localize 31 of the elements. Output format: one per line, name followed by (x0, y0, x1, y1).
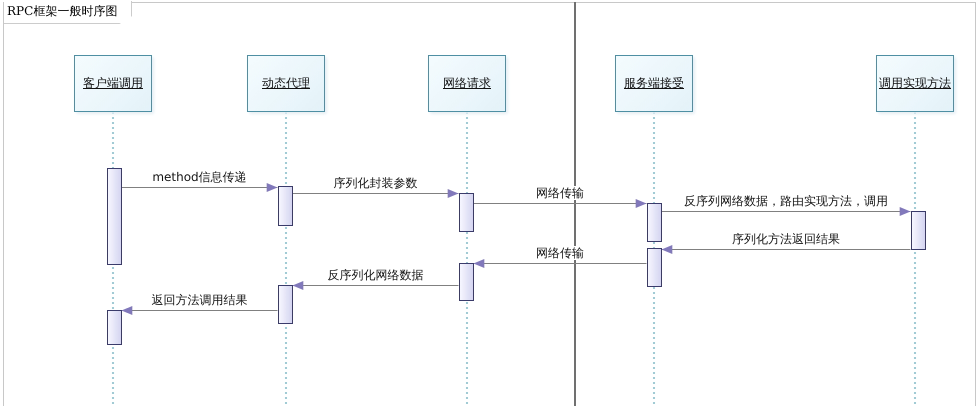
edge-label: 反序列化网络数据 (326, 268, 426, 282)
message-arrow (292, 281, 459, 290)
lifeline-header: 网络请求 (428, 55, 506, 112)
message-arrow (121, 306, 278, 315)
edge-label: method信息传递 (150, 170, 249, 184)
edge-label: 网络传输 (534, 186, 586, 200)
activation-bar (278, 285, 292, 324)
activation-bar (106, 310, 122, 345)
lifeline-header: 客户端调用 (74, 55, 152, 112)
activation-bar (106, 168, 122, 265)
lifeline-header: 动态代理 (247, 55, 325, 112)
edge-label: 网络传输 (534, 246, 586, 260)
edge-label: 返回方法调用结果 (150, 293, 250, 307)
message-arrow (661, 207, 911, 216)
message-arrow (121, 183, 278, 192)
activation-bar (278, 186, 292, 226)
edge-label: 反序列网络数据，路由实现方法，调用 (682, 194, 890, 208)
activation-bar (458, 193, 474, 232)
edge-label: 序列化方法返回结果 (730, 232, 842, 246)
edge-label: 序列化封装参数 (332, 176, 420, 190)
message-arrow (473, 199, 647, 208)
activation-bar (910, 211, 926, 250)
message-arrow (292, 189, 459, 198)
lifeline-header: 服务端接受 (615, 55, 693, 112)
lifeline-header: 调用实现方法 (876, 55, 954, 112)
activation-bar (646, 248, 662, 287)
frame-title: RPC框架一般时序图 (4, 1, 132, 24)
message-arrow (661, 245, 911, 254)
activation-bar (458, 263, 474, 301)
activation-bar (646, 203, 662, 242)
message-arrow (473, 259, 647, 268)
